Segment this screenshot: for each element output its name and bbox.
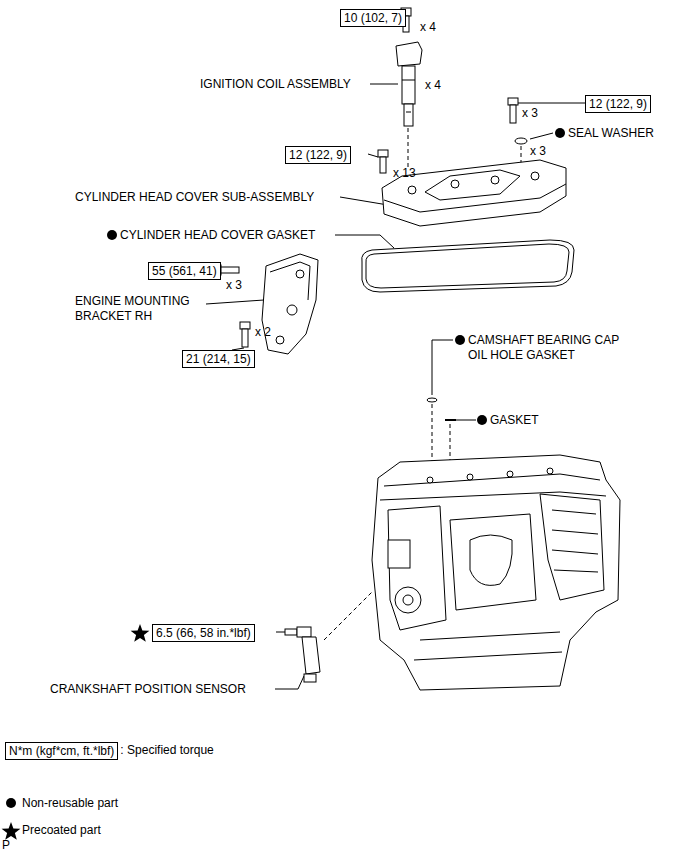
torque-box: 10 (102, 7)	[340, 9, 406, 27]
quantity: x 2	[255, 325, 271, 340]
non-reusable-symbol	[477, 415, 487, 425]
torque-value: 12 (122, 9)	[289, 148, 347, 162]
part-name: ENGINE MOUNTING BRACKET RH	[75, 294, 205, 324]
part-name: CYLINDER HEAD COVER SUB-ASSEMBLY	[75, 190, 314, 205]
quantity: x 13	[393, 166, 416, 181]
part-name: CAMSHAFT BEARING CAP OIL HOLE GASKET	[468, 333, 638, 363]
torque-box: 55 (561, 41)	[148, 262, 221, 280]
legend-precoated-symbol	[2, 822, 21, 840]
bolt	[240, 322, 250, 347]
part-name: IGNITION COIL ASSEMBLY	[200, 77, 351, 92]
quantity: x 3	[226, 278, 242, 293]
legend-non-reusable-symbol	[6, 798, 16, 808]
ignition-coil	[396, 42, 422, 126]
torque-box: 12 (122, 9)	[585, 95, 651, 113]
seal-washer	[515, 138, 527, 144]
cylinder-head-cover-gasket	[362, 240, 574, 292]
legend-text: : Specified torque	[120, 743, 213, 758]
part-name: CYLINDER HEAD COVER GASKET	[120, 228, 315, 243]
legend-torque-box: N*m (kgf*cm, ft.*lbf)	[5, 742, 118, 760]
oil-hole-gasket	[427, 398, 437, 402]
non-reusable-symbol	[455, 335, 465, 345]
torque-box: 6.5 (66, 58 in.*lbf)	[152, 624, 255, 642]
part-name: GASKET	[490, 413, 539, 428]
bolt	[508, 98, 518, 123]
torque-value: 21 (214, 15)	[186, 352, 251, 366]
cylinder-head-cover	[382, 160, 566, 226]
engine-assembly	[372, 455, 620, 690]
part-name: CRANKSHAFT POSITION SENSOR	[50, 682, 246, 697]
torque-value: N*m (kgf*cm, ft.*lbf)	[9, 744, 114, 758]
torque-value: 10 (102, 7)	[344, 11, 402, 25]
bolt	[378, 150, 388, 173]
torque-value: 6.5 (66, 58 in.*lbf)	[156, 626, 251, 640]
quantity: x 3	[522, 106, 538, 121]
torque-value: 12 (122, 9)	[589, 97, 647, 111]
quantity: x 4	[425, 78, 441, 93]
legend-text: Non-reusable part	[22, 796, 118, 811]
quantity: x 3	[530, 144, 546, 159]
figure-code: P	[2, 838, 10, 853]
legend-text: Precoated part	[22, 823, 101, 838]
part-name: SEAL WASHER	[568, 126, 654, 141]
torque-value: 55 (561, 41)	[152, 264, 217, 278]
quantity: x 4	[420, 20, 436, 35]
torque-box: 12 (122, 9)	[285, 146, 351, 164]
precoated-symbol	[131, 624, 150, 642]
gasket	[445, 419, 456, 421]
non-reusable-symbol	[107, 230, 117, 240]
non-reusable-symbol	[555, 128, 565, 138]
crankshaft-position-sensor	[285, 627, 320, 682]
torque-box: 21 (214, 15)	[182, 350, 255, 368]
